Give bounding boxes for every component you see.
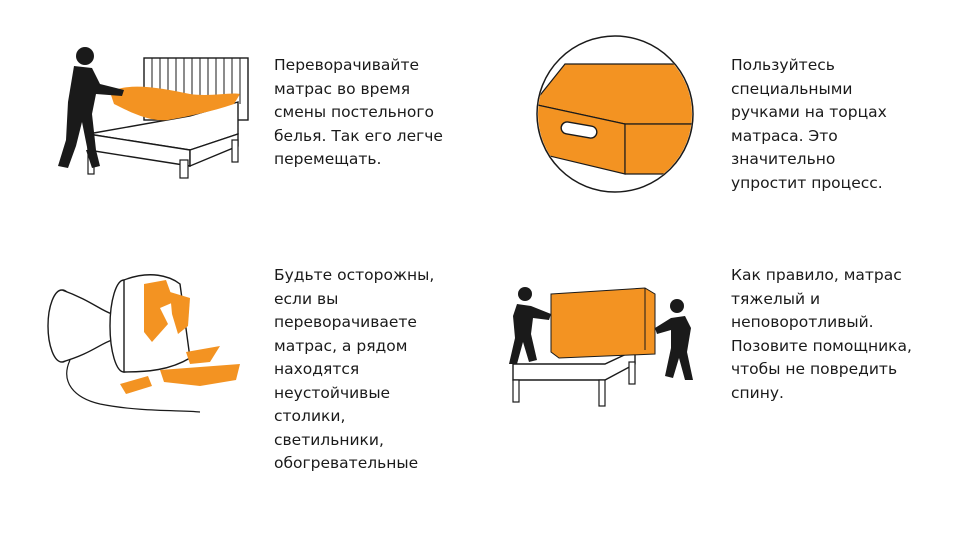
mattress-handle-closeup-icon: [525, 34, 705, 194]
tip-text: Будьте осторожны, если вы переворачивает…: [274, 266, 435, 472]
tip-text: Пользуйтесь специальными ручками на торц…: [731, 56, 887, 192]
tip-text: Переворачивайте матрас во время смены по…: [274, 56, 443, 168]
two-people-carrying-mattress-icon: [495, 272, 710, 412]
broken-lamp-icon: [40, 262, 255, 432]
person-flipping-mattress-on-bed-icon: [40, 42, 255, 182]
tip-text: Как правило, матрас тяжелый и неповоротл…: [731, 266, 912, 402]
